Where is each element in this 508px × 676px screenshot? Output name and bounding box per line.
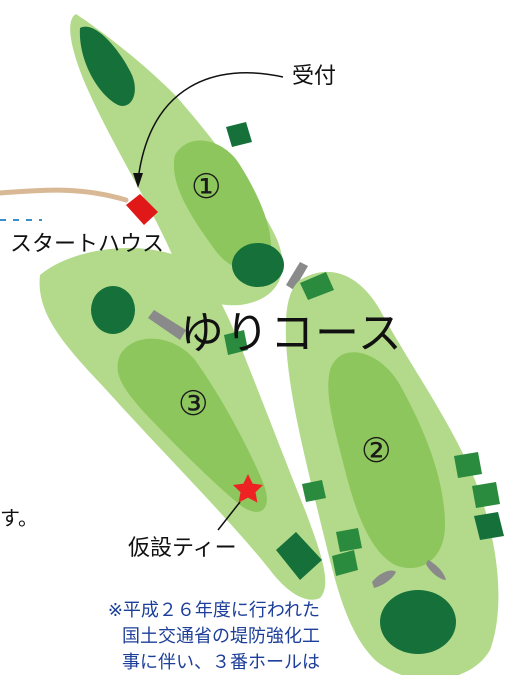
hole-1-area [70,14,308,306]
partial-text-su: す。 [0,506,38,530]
hole-1-fairway [173,140,272,272]
tee-box [332,550,358,576]
cart-path [0,187,129,203]
note-line: ※平成２６年度に行われた [107,600,320,621]
hole-2-tee [300,272,334,300]
course-name-title: ゆりコース [180,308,403,359]
hole-2-fairway [328,352,445,569]
tee-box [224,330,248,355]
temp-tee-label: 仮設ティー [128,536,237,561]
note-line: 事に伴い、３番ホールは [122,652,320,673]
tee-boxes [224,122,504,576]
note-line: 国土交通省の堤防強化工 [122,626,320,647]
tee-box [474,512,504,540]
hole-1-bunker [286,262,308,290]
tee-box [302,480,326,502]
hole-3-bunker [148,310,186,340]
hole-2-bunker-left [372,570,396,588]
start-house-label: スタートハウス [10,232,165,257]
note-text-block: ※平成２６年度に行われた 国土交通省の堤防強化工 事に伴い、３番ホールは [108,598,320,676]
hole-1-tee [79,26,135,106]
hole-3-area [39,247,326,600]
start-house-marker [126,194,158,225]
hole-1-green [232,243,284,287]
tee-box [226,122,252,147]
reception-arrowhead [133,173,143,188]
reception-label: 受付 [292,64,337,89]
hole-3-fairway [117,338,267,512]
reception-arrow [137,72,284,181]
hole-1-number: ① [191,167,222,207]
tee-box [336,528,362,552]
temp-tee-star-icon [233,474,263,503]
hole-2-number: ② [361,431,392,471]
tee-box [454,452,482,478]
tee-box [472,482,500,508]
temp-tee-pointer [217,501,241,531]
hole-3-green [91,286,135,334]
hole-2-green [380,590,456,654]
hole-2-bunker-right [426,560,446,580]
hole-3-number: ③ [178,384,209,424]
hole-3-tee [276,532,322,580]
